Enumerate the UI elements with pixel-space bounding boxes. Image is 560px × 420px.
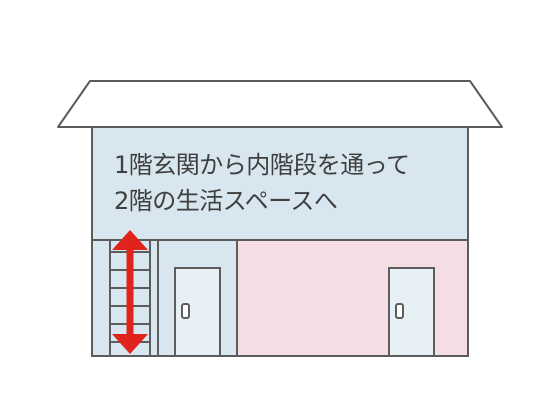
entrance-door-icon [174, 267, 221, 357]
caption-line-1: 1階玄関から内階段を通って [114, 151, 410, 179]
caption-line-2: 2階の生活スペースへ [114, 187, 338, 215]
upper-floor [91, 126, 469, 241]
roof [57, 80, 503, 128]
up-down-arrow-icon [112, 230, 148, 354]
room-door-icon [388, 267, 435, 357]
